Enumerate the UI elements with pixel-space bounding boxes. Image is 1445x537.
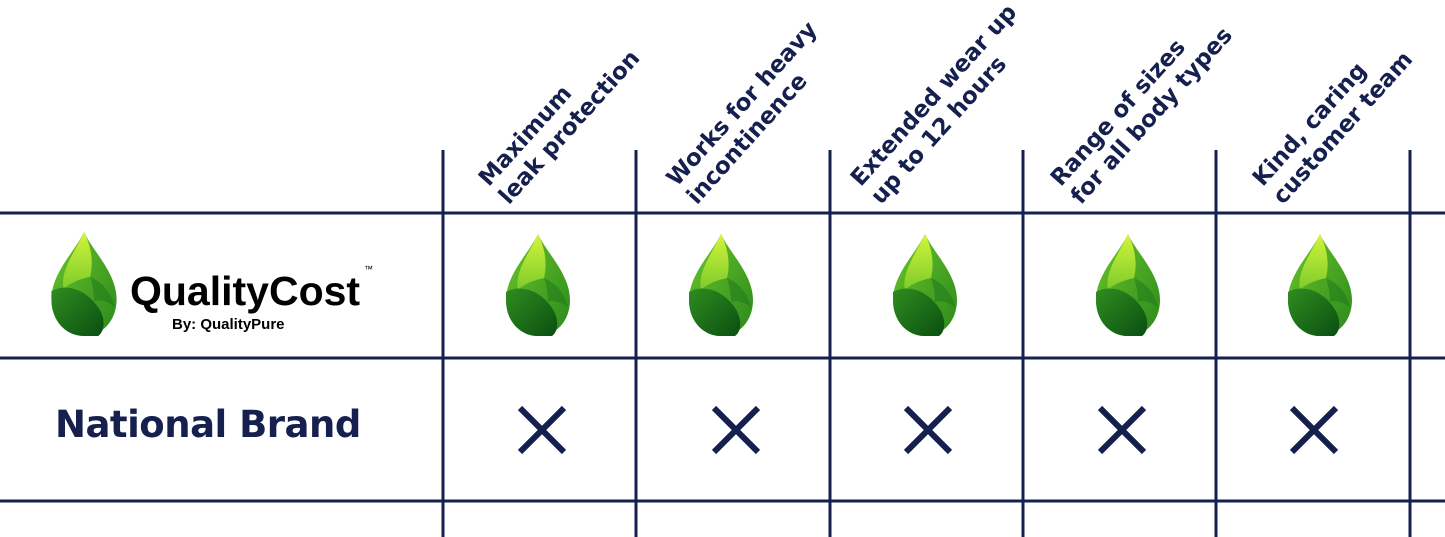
x-mark-icon bbox=[1094, 402, 1150, 458]
green-leaf-drop-icon bbox=[500, 232, 576, 338]
brand-name: QualityCost bbox=[130, 268, 361, 314]
x-mark-icon bbox=[708, 402, 764, 458]
brand-byline: By: QualityPure bbox=[172, 316, 285, 333]
x-mark-icon bbox=[1286, 402, 1342, 458]
competitor-name: National Brand bbox=[55, 403, 361, 446]
x-mark-icon bbox=[900, 402, 956, 458]
green-leaf-drop-icon bbox=[683, 232, 759, 338]
green-leaf-drop-icon bbox=[887, 232, 963, 338]
green-leaf-drop-icon bbox=[1090, 232, 1166, 338]
green-leaf-drop-icon bbox=[44, 230, 124, 338]
green-leaf-drop-icon bbox=[1282, 232, 1358, 338]
x-mark-icon bbox=[514, 402, 570, 458]
brand-logo: QualityCost ™ By: QualityPure bbox=[44, 230, 389, 340]
trademark-symbol: ™ bbox=[364, 264, 373, 274]
